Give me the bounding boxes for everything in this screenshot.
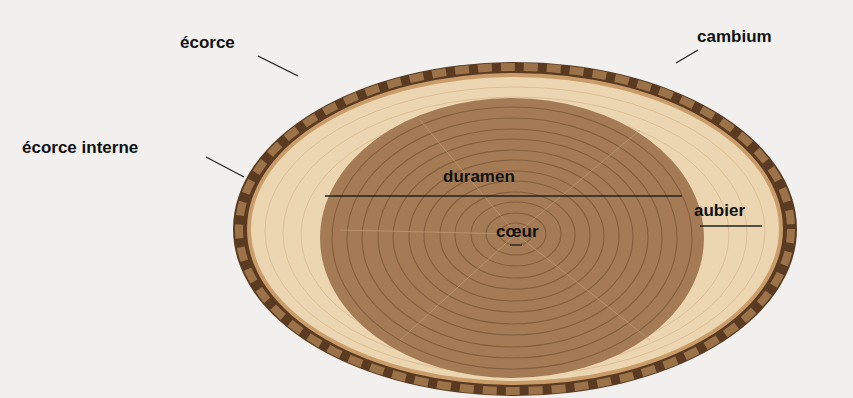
medullary-rays: [340, 120, 650, 340]
part-label: écorce: [180, 34, 235, 51]
inner-bark: [247, 73, 783, 385]
sapwood: [251, 77, 779, 381]
leader-line: [206, 157, 244, 177]
part-label: cambium: [697, 28, 772, 45]
heartwood-rings: [332, 107, 692, 369]
part-label: aubier: [694, 202, 745, 219]
leader-line: [700, 225, 762, 226]
part-label: duramen: [443, 168, 515, 185]
heartwood: [320, 98, 704, 378]
bark: [233, 62, 797, 396]
leader-line: [510, 244, 522, 245]
bark-texture: [239, 67, 791, 391]
leader-line: [258, 56, 298, 76]
leader-line: [676, 50, 698, 63]
part-label: cœur: [496, 223, 539, 240]
wood-slice: [233, 62, 797, 396]
leader-lines: [206, 50, 762, 245]
leader-line: [325, 195, 682, 196]
part-label: écorce interne: [22, 139, 138, 156]
